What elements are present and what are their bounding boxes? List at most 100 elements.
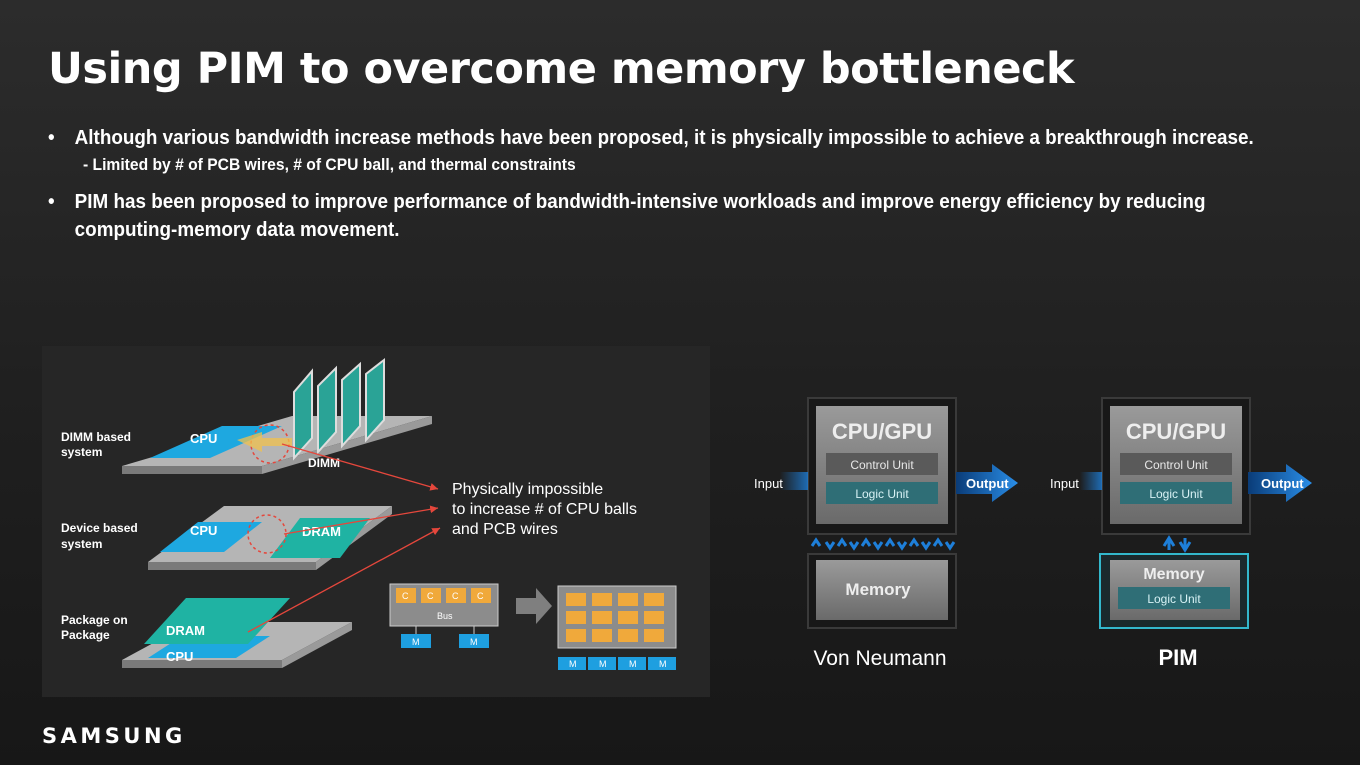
core-block	[421, 588, 441, 603]
core-label: C	[402, 591, 409, 601]
bus-label: Bus	[437, 611, 453, 621]
core-block	[618, 593, 638, 606]
logic-unit-label: Logic Unit	[1149, 487, 1203, 501]
mem-label: M	[629, 659, 637, 669]
bullet-marker: •	[48, 190, 55, 213]
core-block	[618, 629, 638, 642]
core-block	[566, 611, 586, 624]
core-block	[396, 588, 416, 603]
processor-label: CPU/GPU	[832, 419, 932, 444]
logic-unit	[1120, 482, 1232, 504]
bidirectional-arrow	[836, 537, 860, 551]
core-block	[471, 588, 491, 603]
output-arrow	[1248, 464, 1312, 502]
control-unit-label: Control Unit	[850, 458, 914, 472]
bidirectional-arrow	[1162, 535, 1192, 553]
dram-label: DRAM	[166, 623, 205, 638]
output-arrow	[956, 464, 1018, 502]
bidirectional-arrow	[810, 537, 836, 551]
callout-text: and PCB wires	[452, 521, 558, 538]
mem-block	[588, 657, 616, 670]
system-label: Device based	[61, 521, 138, 535]
mem-label: M	[599, 659, 607, 669]
mem-block	[618, 657, 646, 670]
dram-label: DRAM	[302, 524, 341, 539]
device-system: CPU DRAM Device based system	[61, 506, 392, 570]
chip-after: M M M M	[557, 585, 677, 670]
input-arrow	[780, 472, 808, 490]
bullet-2-text: PIM has been proposed to improve perform…	[74, 190, 1206, 241]
cpu-label: CPU	[190, 523, 217, 538]
core-block	[566, 593, 586, 606]
bullet-2: • PIM has been proposed to improve perfo…	[48, 188, 1261, 244]
input-arrow	[1080, 472, 1102, 490]
core-block	[644, 629, 664, 642]
core-block	[592, 611, 612, 624]
board-side-right	[282, 622, 352, 668]
dram-chip	[144, 598, 290, 644]
callout-text: Physically impossible	[452, 481, 603, 498]
system-label: Package on	[61, 613, 128, 627]
core-label: C	[452, 591, 459, 601]
cpu-label: CPU	[166, 649, 193, 664]
memory-chip	[816, 560, 948, 620]
board-side-right	[262, 416, 432, 474]
processor-label: CPU/GPU	[1126, 419, 1226, 444]
callout-arrow	[281, 443, 439, 491]
memory-logic-unit	[1118, 587, 1230, 609]
dimm-module	[365, 357, 385, 443]
core-block	[592, 629, 612, 642]
bidirectional-arrow	[884, 537, 908, 551]
input-label: Input	[1050, 476, 1079, 491]
core-block	[592, 593, 612, 606]
memory-systems-panel: CPU DIMM DIMM based system CPU DRAM Devi…	[42, 346, 710, 697]
system-label: DIMM based	[61, 430, 131, 444]
output-label: Output	[1261, 476, 1304, 491]
callout-arrow	[247, 527, 441, 633]
dimm-modules	[293, 357, 385, 461]
memory-systems-diagram: CPU DIMM DIMM based system CPU DRAM Devi…	[61, 357, 677, 670]
bullet-marker: •	[48, 126, 55, 149]
pim-architecture: CPU/GPU Control Unit Logic Unit Input Ou…	[1050, 397, 1312, 670]
bullet-1: • Although various bandwidth increase me…	[48, 124, 1353, 152]
cpu-label: CPU	[190, 431, 217, 446]
bidirectional-arrow	[860, 537, 884, 551]
board-side	[122, 466, 262, 474]
memory-label: Memory	[845, 580, 911, 599]
board-side	[122, 660, 282, 668]
system-label: Package	[61, 628, 110, 642]
core-label: C	[477, 591, 484, 601]
data-arrow	[237, 432, 292, 452]
bullet-list: • Although various bandwidth increase me…	[48, 124, 1338, 244]
pop-system: CPU DRAM Package on Package	[61, 598, 352, 668]
logic-unit-label: Logic Unit	[855, 487, 909, 501]
architecture-label: Von Neumann	[813, 647, 946, 670]
data-movement-arrows	[810, 537, 956, 551]
mem-block	[558, 657, 586, 670]
bidirectional-arrow	[932, 537, 956, 551]
core-block	[566, 629, 586, 642]
dram-chip	[270, 518, 370, 558]
dimm-label: DIMM	[308, 456, 340, 470]
samsung-logo: SAMSUNG	[42, 724, 186, 748]
control-unit	[826, 453, 938, 475]
dimm-module	[293, 368, 313, 461]
input-label: Input	[754, 476, 783, 491]
sub-bullet: - Limited by # of PCB wires, # of CPU ba…	[82, 155, 576, 174]
mem-block	[459, 634, 489, 648]
bullet-1-text: Although various bandwidth increase meth…	[74, 126, 1254, 149]
cpu-chip	[160, 522, 262, 552]
core-block	[644, 611, 664, 624]
cpu-chip	[150, 426, 282, 458]
bidirectional-arrow	[908, 537, 932, 551]
mem-label: M	[659, 659, 667, 669]
mem-label: M	[470, 637, 478, 647]
architecture-label: PIM	[1158, 645, 1197, 670]
system-label: system	[61, 445, 102, 459]
memory-label: Memory	[1143, 566, 1204, 583]
core-label: C	[427, 591, 434, 601]
control-unit-label: Control Unit	[1144, 458, 1208, 472]
mem-label: M	[412, 637, 420, 647]
core-block	[618, 611, 638, 624]
mem-label: M	[569, 659, 577, 669]
